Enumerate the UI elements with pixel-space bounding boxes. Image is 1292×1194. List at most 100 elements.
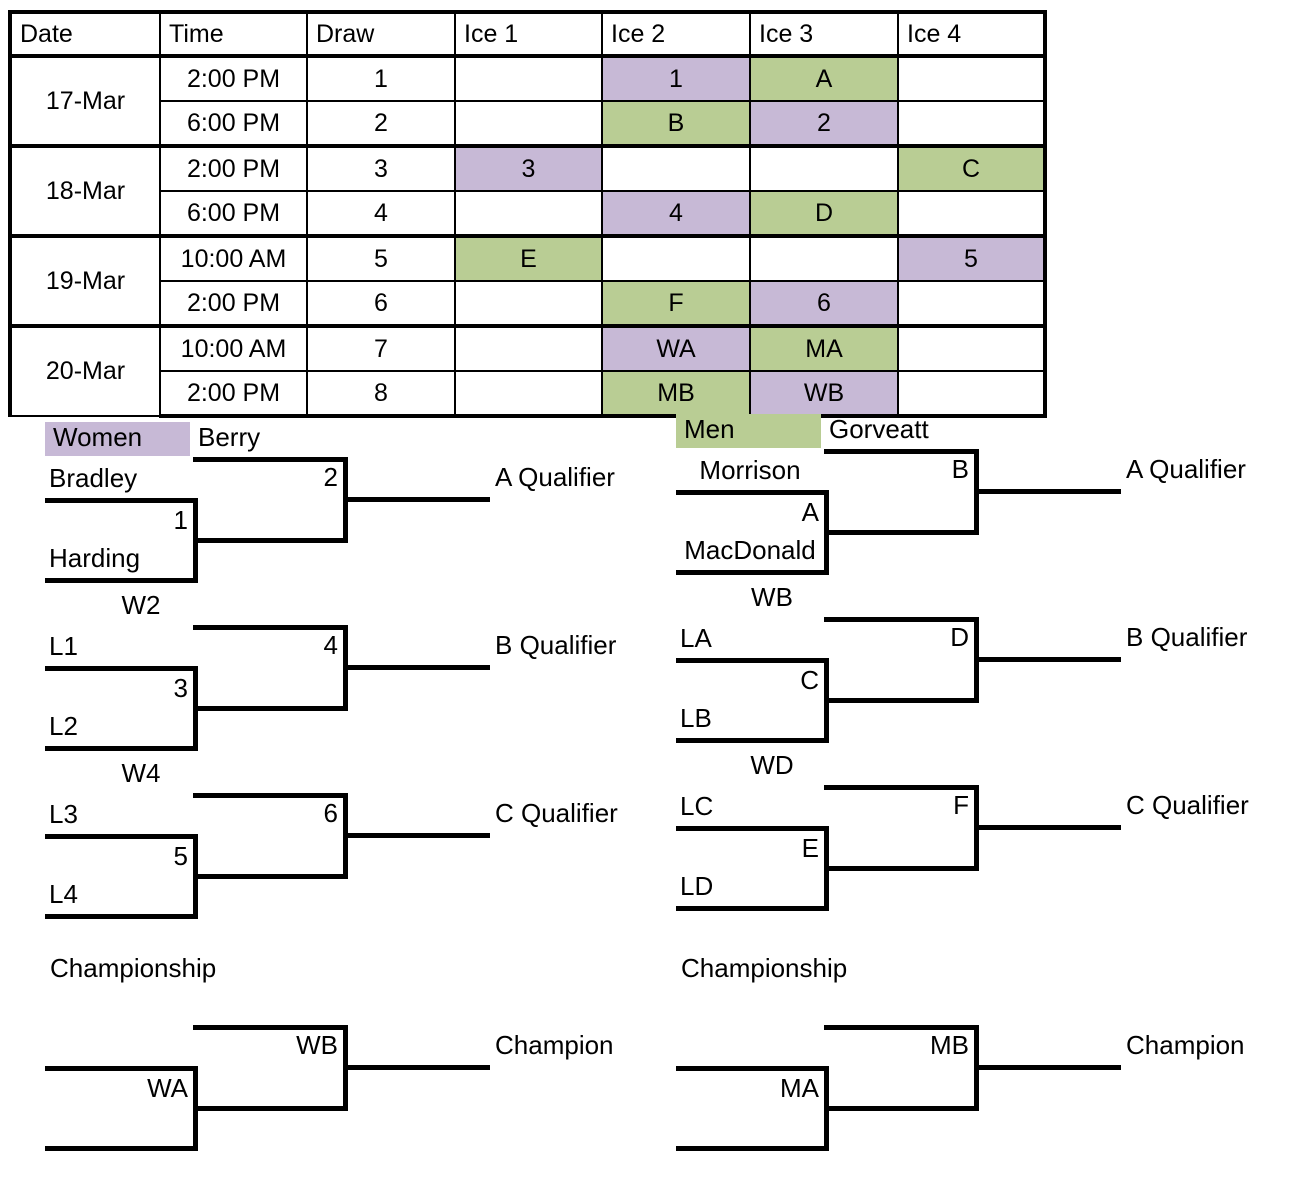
cell-time: 2:00 PM xyxy=(159,144,308,192)
women-group-c-upper-feed-line xyxy=(193,793,348,798)
men-title-label: Men xyxy=(684,414,735,444)
men-group-a-qualifier-line xyxy=(974,489,1121,494)
men-group-b-match1-connector xyxy=(824,658,829,743)
cell-ice-3: 6 xyxy=(749,280,899,327)
men-group-b-entry-top-line xyxy=(676,658,829,663)
cell-ice-4 xyxy=(897,190,1047,237)
women-championship-champion-label: Champion xyxy=(495,1030,614,1060)
women-group-b-qualifier-line xyxy=(343,665,490,670)
cell-ice-3: 2 xyxy=(749,100,899,147)
women-group-c-qualifier-label: C Qualifier xyxy=(495,798,618,828)
cell-ice-1 xyxy=(454,370,603,418)
cell-ice-2: WA xyxy=(601,324,751,372)
cell-time: 10:00 AM xyxy=(159,324,308,372)
men-group-c-match2-connector xyxy=(974,785,979,871)
men-group-a-entry-bottom-line xyxy=(676,570,829,575)
men-championship-final-lower-line xyxy=(824,1106,979,1111)
men-championship-semi-match-label: MA xyxy=(780,1073,819,1103)
women-group-c-feed-label: W4 xyxy=(121,758,161,788)
men-championship-semi-top-line xyxy=(676,1066,829,1071)
men-group-a-top-seed-label: Gorveatt xyxy=(829,414,929,444)
cell-time: 2:00 PM xyxy=(159,280,308,327)
schedule-header-row: Date Time Draw Ice 1 Ice 2 Ice 3 Ice 4 xyxy=(8,10,1047,58)
men-championship-final-match-label: MB xyxy=(930,1030,969,1060)
cell-ice-4 xyxy=(897,100,1047,147)
women-group-a-qualifier-label: A Qualifier xyxy=(495,462,615,492)
women-group-a-entry-top-label: Bradley xyxy=(49,463,138,493)
men-group-c-qualifier-line xyxy=(974,825,1121,830)
men-group-c-entry-top-label: LC xyxy=(680,791,714,821)
cell-draw: 1 xyxy=(306,54,456,102)
women-group-b-entry-top-label: L1 xyxy=(49,631,78,661)
cell-ice-4: C xyxy=(897,144,1047,192)
men-group-a-entry-top-label: Morrison xyxy=(699,455,801,485)
cell-date: 19-Mar xyxy=(8,234,161,327)
women-group-a-match2-lower-line xyxy=(193,538,348,543)
women-group-c-match2-lower-line xyxy=(193,874,348,879)
men-group-c-match2-label: F xyxy=(953,790,969,820)
women-championship-heading: Championship xyxy=(50,953,217,983)
cell-ice-3 xyxy=(749,144,899,192)
cell-time: 6:00 PM xyxy=(159,100,308,147)
women-group-b-match1-label: 3 xyxy=(173,673,188,703)
cell-ice-1 xyxy=(454,190,603,237)
men-group-a-match2-connector xyxy=(974,449,979,535)
women-championship-semi-match-label: WA xyxy=(147,1073,188,1103)
cell-ice-4 xyxy=(897,324,1047,372)
men-group-a-match1-label: A xyxy=(801,497,819,527)
women-championship-semi-bottom-line xyxy=(45,1146,198,1151)
column-header-ice-2: Ice 2 xyxy=(601,10,751,58)
column-header-ice-4: Ice 4 xyxy=(897,10,1047,58)
women-group-b-match1-connector xyxy=(193,666,198,751)
women-group-a-upper-feed-line xyxy=(193,457,348,462)
cell-draw: 7 xyxy=(306,324,456,372)
cell-date: 20-Mar xyxy=(8,324,161,417)
women-championship-champion-line xyxy=(343,1065,490,1070)
women-title-highlight xyxy=(45,422,190,456)
cell-ice-2: B xyxy=(601,100,751,147)
women-group-a-match2-connector xyxy=(343,457,348,543)
cell-ice-3 xyxy=(749,234,899,282)
cell-date: 17-Mar xyxy=(8,54,161,147)
women-group-b-match2-lower-line xyxy=(193,706,348,711)
cell-ice-1: 3 xyxy=(454,144,603,192)
cell-ice-2: 1 xyxy=(601,54,751,102)
men-group-a-match1-connector xyxy=(824,490,829,575)
cell-time: 2:00 PM xyxy=(159,370,308,418)
men-group-b-qualifier-label: B Qualifier xyxy=(1126,622,1248,652)
column-header-ice-1: Ice 1 xyxy=(454,10,603,58)
men-group-a-qualifier-label: A Qualifier xyxy=(1126,454,1246,484)
women-group-c-entry-top-label: L3 xyxy=(49,799,78,829)
cell-date: 18-Mar xyxy=(8,144,161,237)
women-group-b-match2-connector xyxy=(343,625,348,711)
women-group-a-match1-label: 1 xyxy=(173,505,188,535)
women-group-b-entry-bottom-label: L2 xyxy=(49,711,78,741)
men-group-c-entry-bottom-label: LD xyxy=(680,871,714,901)
women-group-a-entry-bottom-label: Harding xyxy=(49,543,141,573)
women-group-b-entry-top-line xyxy=(45,666,198,671)
men-group-a-entry-bottom-label: MacDonald xyxy=(684,535,816,565)
women-championship-semi-connector xyxy=(193,1066,198,1151)
women-title-label: Women xyxy=(53,422,143,452)
column-header-draw: Draw xyxy=(306,10,456,58)
women-group-b-upper-feed-line xyxy=(193,625,348,630)
cell-ice-2: MB xyxy=(601,370,751,418)
women-group-c-entry-bottom-line xyxy=(45,914,198,919)
cell-draw: 8 xyxy=(306,370,456,418)
women-group-c-qualifier-line xyxy=(343,833,490,838)
women-group-c-match1-label: 5 xyxy=(173,841,188,871)
cell-ice-3: WB xyxy=(749,370,899,418)
men-group-c-upper-feed-line xyxy=(824,785,979,790)
men-championship-semi-connector xyxy=(824,1066,829,1151)
women-group-b-entry-bottom-line xyxy=(45,746,198,751)
cell-time: 10:00 AM xyxy=(159,234,308,282)
cell-ice-1 xyxy=(454,280,603,327)
women-championship-final-upper-line xyxy=(193,1025,348,1030)
cell-ice-3: D xyxy=(749,190,899,237)
column-header-date: Date xyxy=(8,10,161,58)
cell-draw: 6 xyxy=(306,280,456,327)
men-championship-semi-bottom-line xyxy=(676,1146,829,1151)
